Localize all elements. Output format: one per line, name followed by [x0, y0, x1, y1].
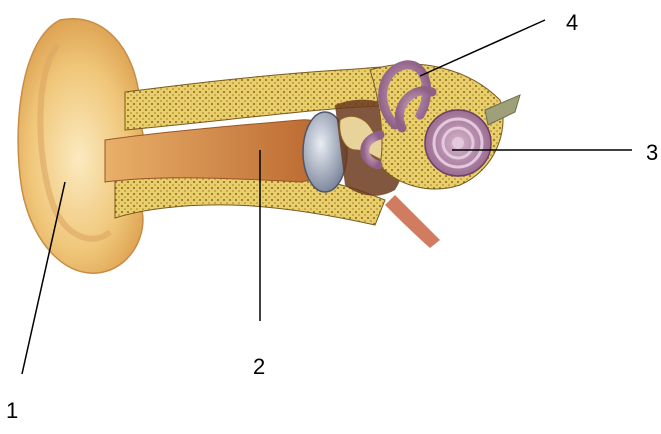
label-4: 4: [566, 12, 578, 34]
lower-skull-bone: [115, 175, 385, 225]
cochlea: [425, 110, 491, 176]
label-2: 2: [253, 356, 265, 378]
label-1: 1: [6, 400, 18, 422]
label-3: 3: [646, 142, 658, 164]
eustachian-tube: [385, 195, 440, 248]
leader-line-4: [420, 20, 545, 76]
